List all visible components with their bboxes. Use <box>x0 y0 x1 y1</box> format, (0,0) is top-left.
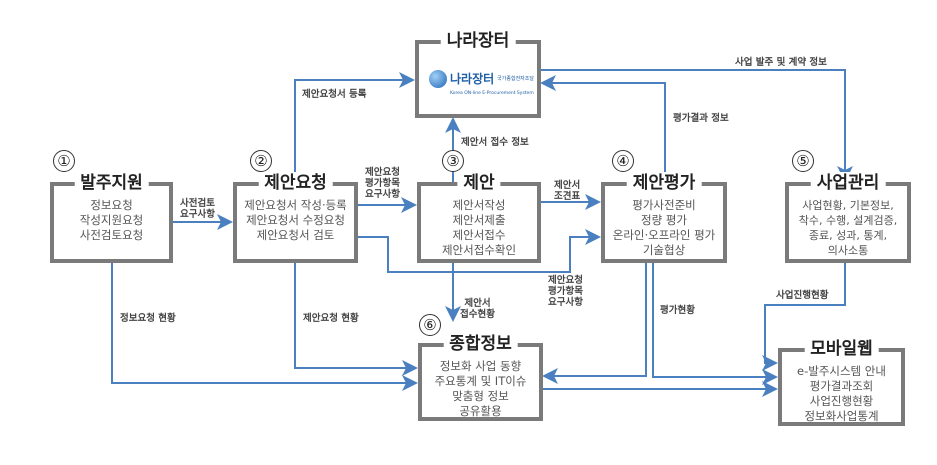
edge-label-eval-result: 평가결과 정보 <box>673 113 729 124</box>
node-title: 모바일웹 <box>804 338 879 360</box>
nara-logo: 나라장터 국가종합전자조달 Korea ON-line E-Procuremen… <box>429 70 534 96</box>
node-line: 온라인·오프라인 평가 <box>612 228 716 242</box>
nara-logo-icon <box>429 70 447 88</box>
step-number-1: ① <box>53 150 75 172</box>
step-number-6: ⑥ <box>419 314 441 336</box>
node-line: 평가사전준비 <box>632 198 696 212</box>
label-line: 요구사항 <box>180 209 215 220</box>
label-line: 사전검토 <box>180 198 215 209</box>
label-line: 제안요청 <box>548 275 583 286</box>
node-project-management: 사업관리 사업현황, 기본정보, 착수, 수행, 설계검증, 종료, 성과, 통계,… <box>785 172 911 263</box>
node-line: 주요통계 및 IT이슈 <box>434 374 527 388</box>
arrow-nara-to-pm <box>540 69 853 182</box>
node-line: 사업현황, 기본정보, <box>802 199 894 212</box>
node-line: 제안서접수 <box>452 228 506 242</box>
label-line: 접수현황 <box>460 309 495 320</box>
label-line: 제안요청 <box>365 167 400 178</box>
arrow-eval-to-info <box>542 262 647 384</box>
node-line: 제안서접수확인 <box>441 243 517 257</box>
edge-label-contract-info: 사업 발주 및 계약 정보 <box>735 57 827 68</box>
label-line: 요구사항 <box>365 189 400 200</box>
node-line: 평가결과조회 <box>809 379 874 393</box>
arrow-rfp-to-nara <box>294 72 415 182</box>
node-line: 종료, 성과, 통계, <box>808 229 888 242</box>
label-line: 평가항목 <box>548 286 583 297</box>
node-line: 정보화사업통계 <box>804 409 879 423</box>
node-line: 정보화 사업 동향 <box>439 359 522 373</box>
node-line: 사전검토요청 <box>79 228 144 242</box>
edge-label-receipt-info: 제안서 접수 정보 <box>461 137 529 148</box>
node-line: 제안요청서 수정요청 <box>246 213 345 227</box>
label-line: 요구사항 <box>548 297 583 308</box>
node-title: 제안 <box>457 172 501 194</box>
arrow-eval-to-mobile <box>652 262 778 385</box>
logo-sub: 국가종합전자조달 <box>497 75 534 82</box>
node-title: 사업관리 <box>810 172 886 194</box>
node-line: 제안서제출 <box>452 213 506 227</box>
node-title: 종합정보 <box>443 333 518 355</box>
node-line: 정량 평가 <box>641 213 687 227</box>
node-nara: 나라장터 나라장터 국가종합전자조달 Korea ON-line E-Procu… <box>415 30 541 118</box>
node-line: 제안요청서 작성·등록 <box>244 198 347 212</box>
node-title: 제안평가 <box>626 172 702 194</box>
node-line: 사업진행현황 <box>809 394 874 408</box>
node-line: 정보요청 <box>90 198 133 212</box>
step-number-4: ④ <box>612 150 634 172</box>
logo-name: 나라장터 <box>450 71 495 86</box>
arrow-pm-to-mobile <box>762 262 846 371</box>
node-line: 맞춤형 정보 <box>452 389 509 403</box>
node-title: 제안요청 <box>258 172 333 194</box>
step-number-5: ⑤ <box>792 150 814 172</box>
logo-eng: Korea ON-line E-Procurement System <box>450 91 534 96</box>
label-line: 평가항목 <box>365 178 400 189</box>
label-line: 제안서 <box>464 298 491 309</box>
node-title: 발주지원 <box>74 172 149 194</box>
step-number-3: ③ <box>442 150 464 172</box>
node-line: e-발주시스템 안내 <box>797 364 886 378</box>
node-title: 나라장터 <box>440 30 516 52</box>
arrow-rfp-to-info <box>294 262 418 376</box>
arrow-order-to-info <box>111 262 418 391</box>
edge-label-rfp-register: 제안요청서 등록 <box>302 89 367 100</box>
node-line: 기술협상 <box>642 243 686 257</box>
node-line: 공유활용 <box>459 404 502 418</box>
edge-label-eval-status: 평가현황 <box>660 305 695 316</box>
label-line: 조견표 <box>554 191 581 202</box>
node-line: 제안서작성 <box>452 198 506 212</box>
label-line: 제안서 <box>554 180 581 191</box>
node-line: 작성지원요청 <box>79 213 144 227</box>
edge-label-progress: 사업진행현황 <box>776 290 829 301</box>
arrow-eval-to-nara <box>540 75 666 182</box>
arrow-rfp-to-eval <box>357 229 601 273</box>
step-number-2: ② <box>250 150 272 172</box>
node-line: 착수, 수행, 설계검증, <box>798 214 898 227</box>
edge-label-rfp-status: 제안요청 현황 <box>303 313 359 324</box>
node-line: 의사소통 <box>827 244 869 257</box>
edge-label-info-request-status: 정보요청 현황 <box>120 313 176 324</box>
node-line: 제안요청서 검토 <box>256 228 335 242</box>
